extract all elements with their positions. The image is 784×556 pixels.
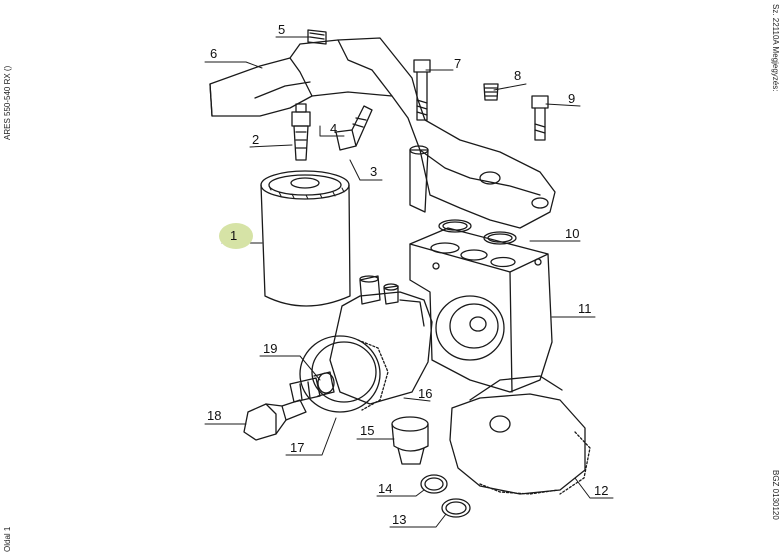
callout-9: 9 bbox=[568, 91, 575, 106]
callout-6: 6 bbox=[210, 46, 217, 61]
part-filter-head-11 bbox=[409, 227, 553, 393]
leader-16 bbox=[403, 397, 431, 402]
part-bolt-7 bbox=[413, 59, 431, 121]
callout-8: 8 bbox=[514, 68, 521, 83]
part-plug-8 bbox=[483, 83, 499, 101]
callout-labels: 1 2 3 4 5 6 7 8 9 10 11 12 13 14 15 16 1… bbox=[207, 22, 608, 527]
part-oring-13 bbox=[441, 498, 471, 518]
leader-9 bbox=[545, 103, 581, 107]
callout-13: 13 bbox=[392, 512, 406, 527]
callout-leaders bbox=[204, 36, 614, 528]
callout-19: 19 bbox=[263, 341, 277, 356]
part-bolt-9 bbox=[531, 95, 549, 141]
leader-2 bbox=[249, 144, 293, 148]
part-nipple-2 bbox=[291, 103, 311, 161]
callout-18: 18 bbox=[207, 408, 221, 423]
callout-3: 3 bbox=[370, 164, 377, 179]
callout-15: 15 bbox=[360, 423, 374, 438]
leader-19 bbox=[259, 355, 321, 381]
callout-11: 11 bbox=[578, 301, 592, 316]
leader-4 bbox=[319, 125, 345, 137]
leader-14 bbox=[376, 489, 425, 497]
part-pump-housing-16 bbox=[329, 275, 433, 405]
callout-14: 14 bbox=[378, 481, 392, 496]
callout-16: 16 bbox=[418, 386, 432, 401]
leader-8 bbox=[493, 83, 527, 91]
callout-17: 17 bbox=[290, 440, 304, 455]
leader-3 bbox=[349, 159, 383, 181]
callout-4: 4 bbox=[330, 121, 337, 136]
callout-10: 10 bbox=[565, 226, 579, 241]
part-end-cover-17 bbox=[299, 335, 389, 413]
callout-2: 2 bbox=[252, 132, 259, 147]
part-bracket-arm bbox=[209, 37, 556, 229]
leader-12 bbox=[574, 477, 614, 499]
callout-1-highlight bbox=[219, 223, 253, 249]
part-flange-12 bbox=[449, 375, 591, 495]
callout-12: 12 bbox=[594, 483, 608, 498]
leader-6 bbox=[204, 61, 263, 69]
part-plug-18 bbox=[243, 399, 307, 441]
part-oil-filter-1 bbox=[260, 170, 351, 307]
leader-17 bbox=[285, 417, 337, 456]
callout-1: 1 bbox=[230, 228, 237, 243]
part-bolt-19 bbox=[289, 371, 335, 403]
part-oring-14 bbox=[420, 474, 448, 494]
part-valve-15 bbox=[391, 416, 429, 465]
callout-7: 7 bbox=[454, 56, 461, 71]
part-bolt-4 bbox=[335, 105, 373, 151]
leader-13 bbox=[389, 513, 447, 528]
callout-5: 5 bbox=[278, 22, 285, 37]
part-plug-5 bbox=[307, 29, 327, 45]
